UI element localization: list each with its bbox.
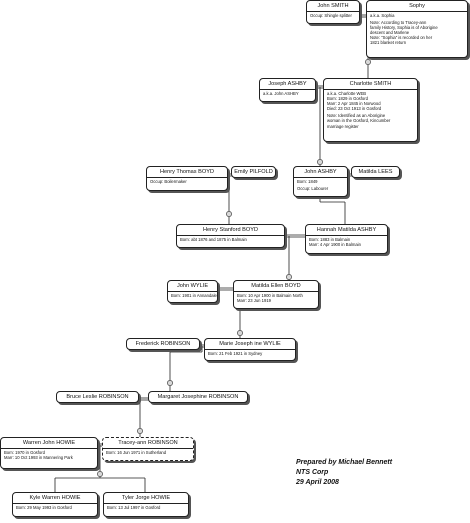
person-hannah-matilda-ashby[interactable]: Hannah Matilda ASHBY Born: 1883 in Balma… <box>305 224 388 254</box>
family-node <box>97 471 103 477</box>
person-name: John ASHBY <box>294 167 347 178</box>
person-name: Marie Joseph ine WYLIE <box>205 339 295 350</box>
person-name: Henry Stanford BOYD <box>177 225 284 236</box>
person-details: Born: 10 Apr 1900 in Balmain North Marr:… <box>237 293 303 304</box>
credit-date: 29 April 2008 <box>296 479 339 486</box>
person-name: Charlotte SMITH <box>324 79 417 90</box>
person-details: Born: 13 Jul 1997 in Gosford <box>107 505 161 510</box>
person-details: Born: 1849 Occup: Labourer <box>297 179 329 192</box>
person-details: Born: 1970 in Gosford Marr: 10 Oct 1993 … <box>4 450 73 461</box>
person-details: Born: 1883 in Balmain Marr: 4 Apr 1900 i… <box>309 237 361 248</box>
person-tracey-ann-robinson[interactable]: Tracey-ann ROBINSON Born: 16 Jun 1971 in… <box>102 437 194 461</box>
person-name: Matilda Ellen BOYD <box>234 281 318 292</box>
family-node <box>226 211 232 217</box>
person-name: John WYLIE <box>168 281 217 292</box>
person-matilda-ellen-boyd[interactable]: Matilda Ellen BOYD Born: 10 Apr 1900 in … <box>233 280 319 309</box>
person-details: Born: 29 May 1993 in Gosford <box>16 505 72 510</box>
person-bruce-leslie-robinson[interactable]: Bruce Leslie ROBINSON <box>56 391 139 403</box>
person-name: Tracey-ann ROBINSON <box>103 438 193 449</box>
person-name: Margaret Josephine ROBINSON <box>157 393 239 400</box>
person-details: Occup: Boilermaker <box>150 179 187 184</box>
person-name: Warren John HOWIE <box>1 438 97 449</box>
prepared-by-credit: Prepared by Michael Bennett NTS Corp 29 … <box>296 458 392 488</box>
person-henry-stanford-boyd[interactable]: Henry Stanford BOYD Born: abt 1876 and 1… <box>176 224 285 248</box>
person-name: Henry Thomas BOYD <box>147 167 227 178</box>
person-frederick-robinson[interactable]: Frederick ROBINSON <box>126 338 200 350</box>
person-details: Born: 21 Feb 1921 in Sydney <box>208 351 263 356</box>
family-node <box>137 428 143 434</box>
person-john-ashby[interactable]: John ASHBY Born: 1849 Occup: Labourer <box>293 166 348 197</box>
person-details: a.k.a. Sophia Note: According to Tracey-… <box>370 13 438 46</box>
person-name: Frederick ROBINSON <box>135 340 191 347</box>
person-kyle-warren-howie[interactable]: Kyle Warren HOWIE Born: 29 May 1993 in G… <box>12 492 98 517</box>
person-details: a.k.a. John ASHBY <box>263 91 299 96</box>
person-sophy[interactable]: Sophy a.k.a. Sophia Note: According to T… <box>366 0 468 58</box>
person-warren-john-howie[interactable]: Warren John HOWIE Born: 1970 in Gosford … <box>0 437 98 469</box>
family-node <box>286 274 292 280</box>
person-name: Matilda LEES <box>358 168 393 175</box>
person-joseph-ashby[interactable]: Joseph ASHBY a.k.a. John ASHBY <box>259 78 316 102</box>
person-details: a.k.a. Charlotte WEB Born: 1829 in Gosfo… <box>327 91 391 129</box>
person-marie-josephine-wylie[interactable]: Marie Joseph ine WYLIE Born: 21 Feb 1921… <box>204 338 296 361</box>
person-name: Kyle Warren HOWIE <box>13 493 97 504</box>
person-name: Joseph ASHBY <box>260 79 315 90</box>
person-john-smith[interactable]: John SMITH Occup: Shingle splitter <box>306 0 360 24</box>
person-name: Tyler Jorge HOWIE <box>104 493 188 504</box>
credit-org: NTS Corp <box>296 469 329 476</box>
person-name: Sophy <box>367 1 467 12</box>
person-details: Born: 16 Jun 1971 in Sutherland <box>106 450 167 455</box>
person-details: Born: 1901 in Annandale <box>171 293 217 298</box>
family-node <box>167 380 173 386</box>
person-henry-thomas-boyd[interactable]: Henry Thomas BOYD Occup: Boilermaker <box>146 166 228 191</box>
person-details: Occup: Shingle splitter <box>310 13 352 18</box>
family-node <box>317 159 323 165</box>
person-charlotte-smith[interactable]: Charlotte SMITH a.k.a. Charlotte WEB Bor… <box>323 78 418 142</box>
person-name: Emily PILFOLD <box>234 168 273 175</box>
person-name: John SMITH <box>307 1 359 12</box>
person-details: Born: abt 1876 and 1875 in Balmain <box>180 237 247 242</box>
credit-author: Prepared by Michael Bennett <box>296 459 393 466</box>
person-tyler-jorge-howie[interactable]: Tyler Jorge HOWIE Born: 13 Jul 1997 in G… <box>103 492 189 517</box>
person-name: Hannah Matilda ASHBY <box>306 225 387 236</box>
person-emily-pilfold[interactable]: Emily PILFOLD <box>231 166 276 178</box>
person-name: Bruce Leslie ROBINSON <box>66 393 129 400</box>
person-john-wylie[interactable]: John WYLIE Born: 1901 in Annandale <box>167 280 218 303</box>
family-node <box>237 330 243 336</box>
person-matilda-lees[interactable]: Matilda LEES <box>351 166 400 178</box>
family-node <box>365 59 371 65</box>
person-margaret-josephine-robinson[interactable]: Margaret Josephine ROBINSON <box>148 391 248 403</box>
